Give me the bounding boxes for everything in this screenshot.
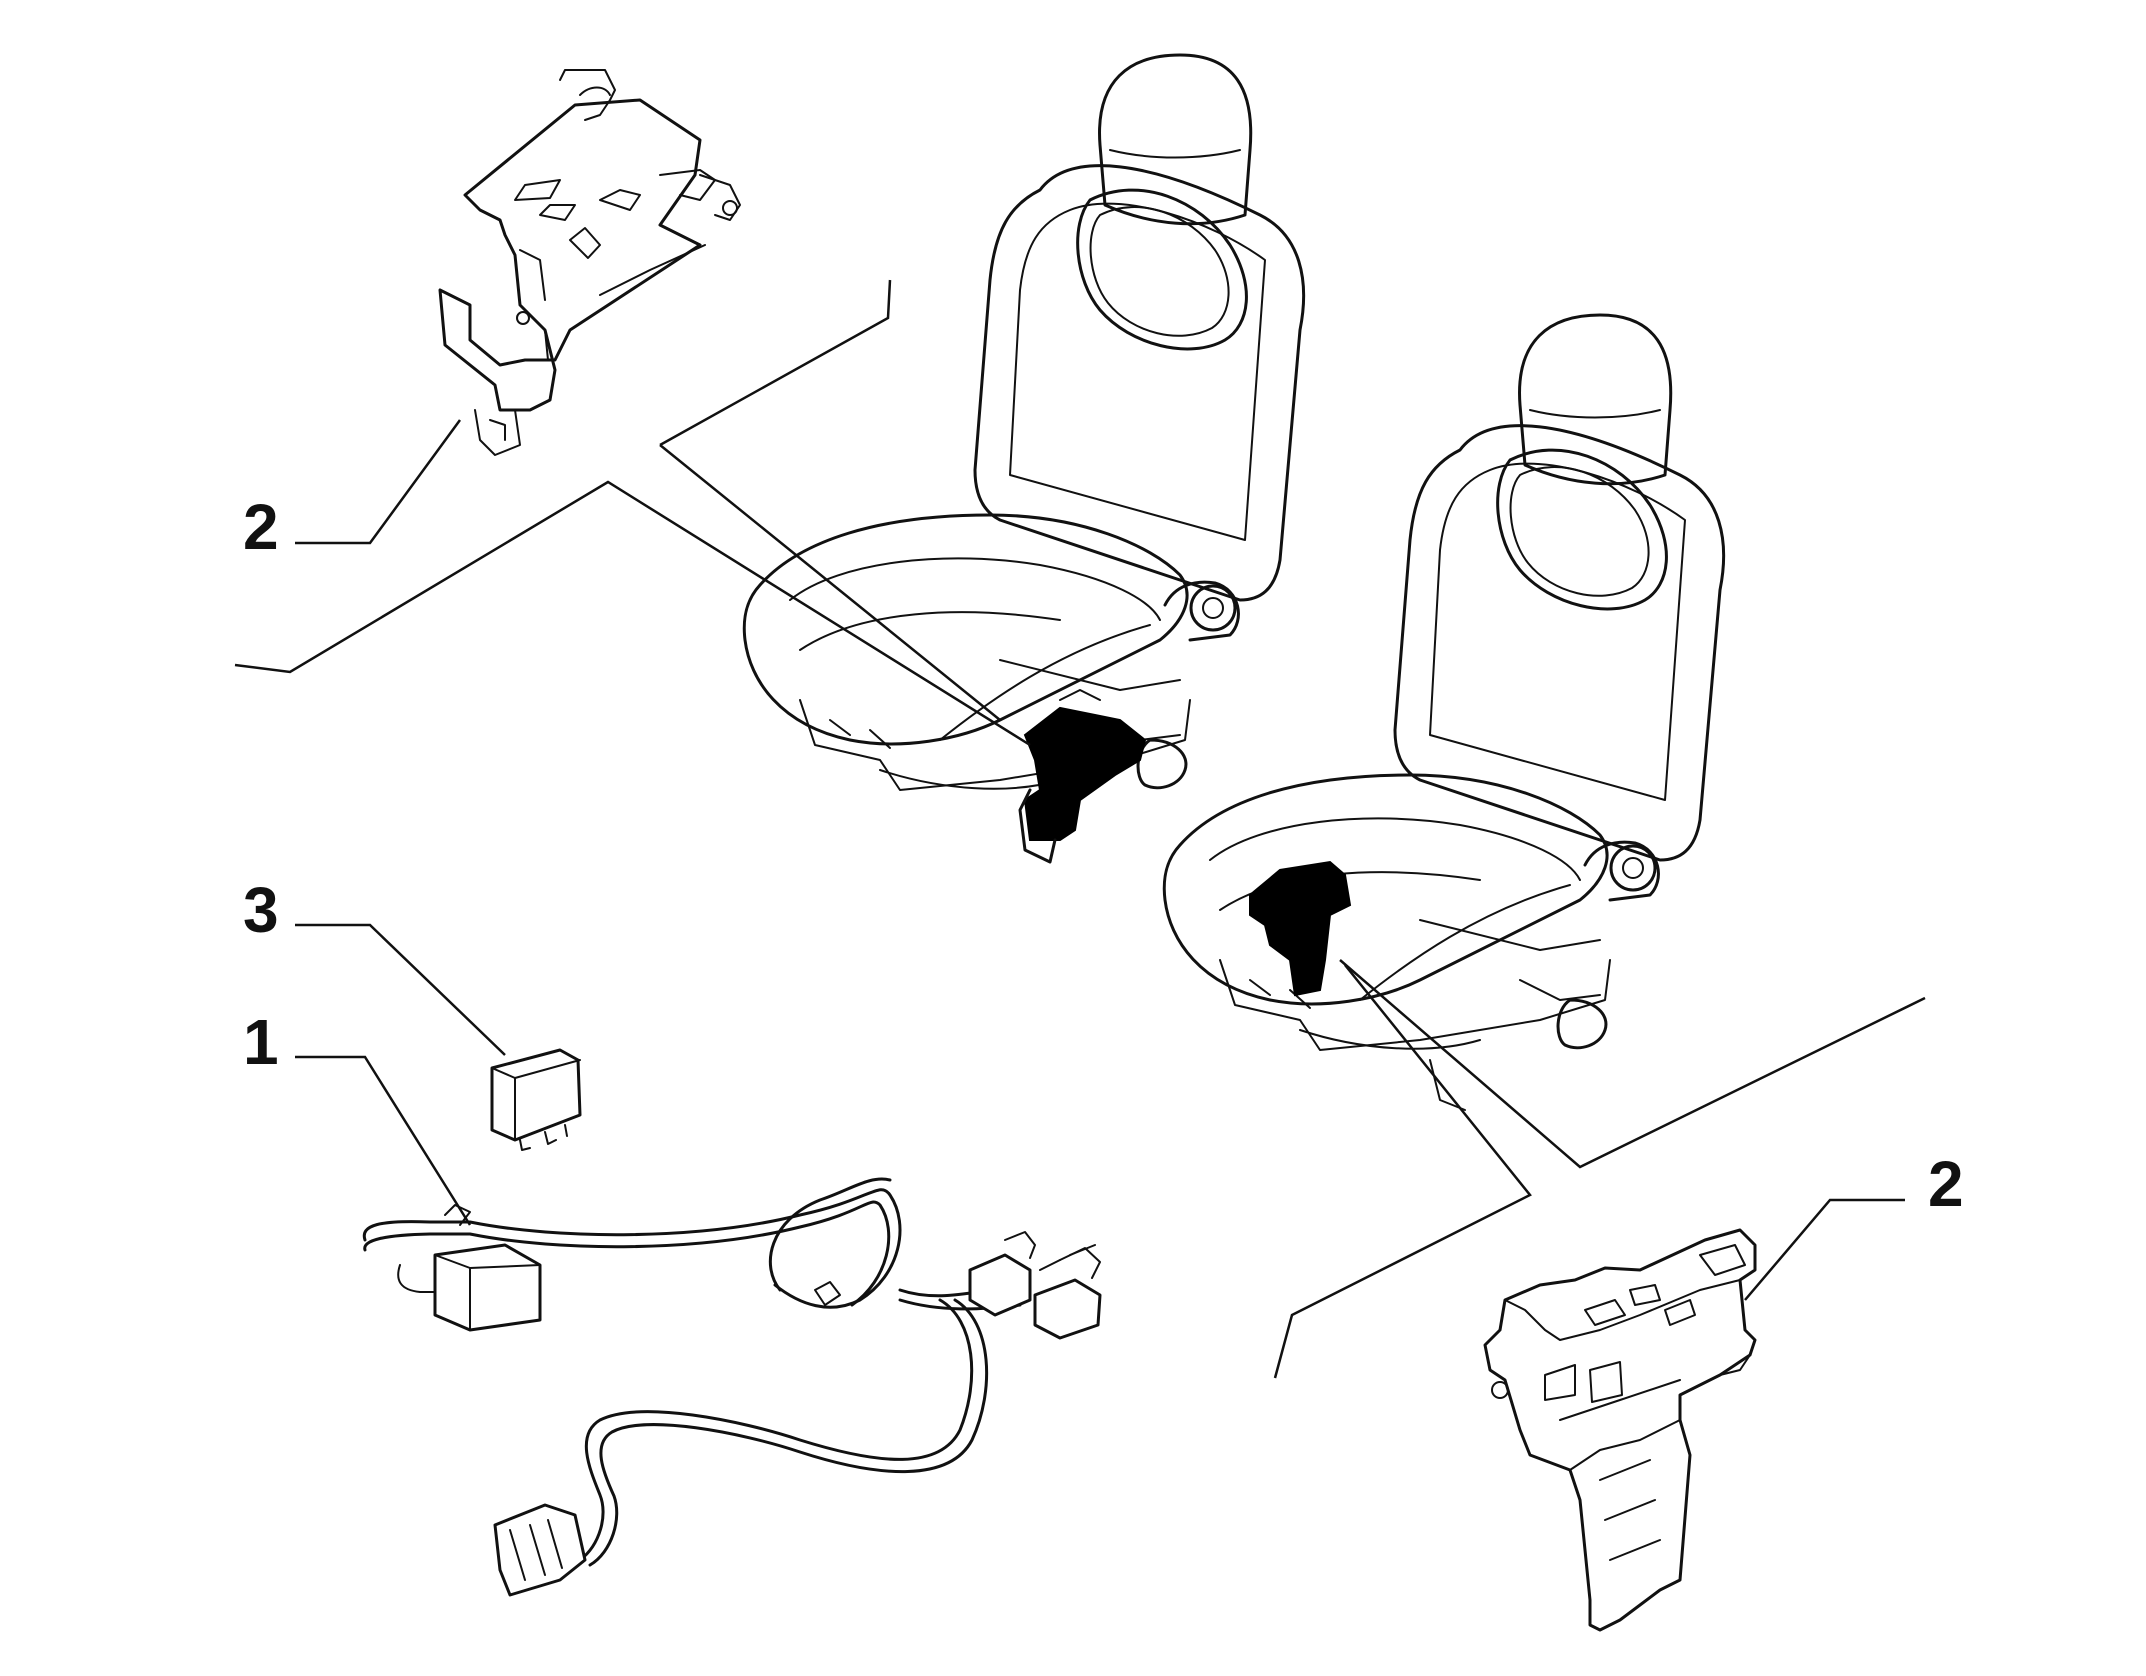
bracket-left [438, 69, 741, 456]
leader-callout-3 [295, 923, 506, 1056]
callout-2-right: 2 [1928, 1148, 1964, 1220]
leader-callout-2-left [295, 419, 462, 545]
callout-3: 3 [243, 874, 279, 946]
wiring-harness [362, 1177, 1102, 1597]
callout-1: 1 [243, 1006, 279, 1078]
leader-lines [234, 279, 1926, 1379]
bracket-right [1483, 1228, 1757, 1632]
leader-callout-1 [295, 1055, 472, 1226]
seat-right [1162, 313, 1726, 1111]
seat-left [742, 53, 1306, 864]
callout-2-left: 2 [243, 491, 279, 563]
leader-callout-2-right [1744, 1198, 1905, 1301]
relay [490, 1048, 582, 1151]
